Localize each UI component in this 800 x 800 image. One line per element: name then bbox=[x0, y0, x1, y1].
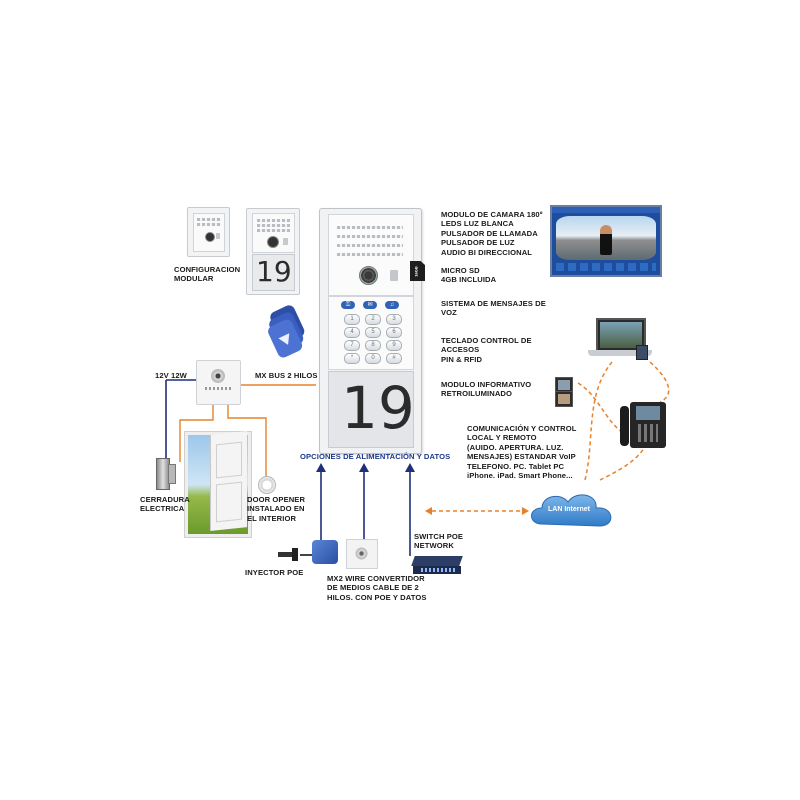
lbl-comm-line: MENSAJES) ESTANDAR VoIP bbox=[467, 452, 576, 462]
keypad-key[interactable]: 6 bbox=[386, 327, 402, 338]
lbl-modular-line: CONFIGURACION bbox=[174, 265, 241, 274]
person-figure-icon bbox=[600, 225, 612, 255]
voip-phone-icon bbox=[620, 402, 668, 448]
camera-icon bbox=[205, 232, 215, 242]
arc-phone-laptop bbox=[649, 361, 670, 403]
lan-cloud-label: LAN Internet bbox=[548, 506, 590, 513]
keypad-key[interactable]: 0 bbox=[365, 353, 381, 364]
lbl-switch-line: NETWORK bbox=[414, 541, 454, 551]
lbl-opener-line: EL INTERIOR bbox=[247, 513, 297, 523]
lbl-comm-line: iPhone. iPad. Smart Phone... bbox=[467, 471, 573, 481]
mx-bus-label: MX BUS 2 HILOS bbox=[255, 371, 318, 380]
poe-injector-label: INYECTOR POE bbox=[245, 568, 304, 577]
lbl-voice-line: VOZ bbox=[441, 308, 457, 318]
keypad-key[interactable]: 2 bbox=[365, 314, 381, 325]
arc-to-laptop bbox=[584, 361, 613, 481]
key-icon: ⚿ bbox=[341, 301, 355, 309]
video-monitor-window bbox=[550, 205, 662, 277]
smartphone-icon-2 bbox=[555, 391, 573, 407]
rfid-key-fobs bbox=[268, 305, 305, 358]
keypad-key[interactable]: 8 bbox=[365, 340, 381, 351]
lbl-comm-line: TELEFONO. PC. Tablet PC bbox=[467, 461, 565, 471]
lbl-modular-line: MODULAR bbox=[174, 274, 214, 284]
lbl-camera-line: AUDIO BI DIRECCIONAL bbox=[441, 247, 533, 257]
lbl-keypad-line: ACCESOS bbox=[441, 345, 480, 355]
lbl-lock-line: ELECTRICA bbox=[140, 504, 185, 514]
door-control-module bbox=[196, 360, 241, 405]
modular-config-module-1 bbox=[187, 207, 230, 257]
camera-lens-icon bbox=[359, 266, 378, 285]
keypad-key[interactable]: 5 bbox=[365, 327, 381, 338]
message-icon: ✉ bbox=[363, 301, 377, 309]
microsd-card-icon: 16GB bbox=[410, 261, 425, 281]
arc-to-mobile bbox=[577, 382, 623, 433]
camera-icon bbox=[267, 236, 279, 248]
small-module-number: 19 bbox=[256, 255, 292, 288]
panel-number: 19 bbox=[341, 374, 415, 442]
mx2-converter-icon bbox=[346, 539, 378, 569]
keypad-key[interactable]: 9 bbox=[386, 340, 402, 351]
arrow-right-lan bbox=[522, 507, 529, 515]
lbl-mx2-line: MX2 WIRE CONVERTIDOR bbox=[327, 574, 425, 583]
arrow-up-1 bbox=[316, 463, 326, 472]
lbl-lock-line: CERRADURA bbox=[140, 495, 190, 504]
sd-card-label: 16GB bbox=[413, 266, 419, 277]
lbl-keypad-line: TECLADO CONTROL DE bbox=[441, 336, 532, 345]
keypad-key[interactable]: * bbox=[344, 353, 360, 364]
opener-wire bbox=[227, 405, 267, 478]
mobile-icon bbox=[636, 345, 648, 360]
lbl-info-line: MODULO INFORMATIVO bbox=[441, 380, 532, 389]
lbl-voice-line: SISTEMA DE MENSAJES DE bbox=[441, 299, 546, 308]
lbl-mx2-line: DE MEDIOS CABLE DE 2 bbox=[327, 583, 419, 593]
poe-injector-icon bbox=[278, 538, 340, 568]
lbl-keypad-line: PIN & RFID bbox=[441, 354, 483, 364]
switch-poe-icon bbox=[411, 556, 463, 576]
arrow-up-3 bbox=[405, 463, 415, 472]
lbl-comm-line: (AUIDO. APERTURA. LUZ. bbox=[467, 442, 564, 452]
lbl-camera-line: PULSADOR DE LLAMADA bbox=[441, 228, 538, 238]
keypad-key[interactable]: 4 bbox=[344, 327, 360, 338]
lbl-info-line: RETROILUMINADO bbox=[441, 389, 513, 399]
lbl-mx2-line: HILOS. CON POE Y DATOS bbox=[327, 592, 427, 602]
info-number-module: 19 bbox=[328, 371, 415, 448]
door-opener-button bbox=[258, 476, 276, 494]
lbl-camera-line: MODULO DE CAMARA 180º bbox=[441, 210, 543, 219]
bell-icon: ♫ bbox=[385, 301, 399, 309]
lbl-camera-line: PULSADOR DE LUZ bbox=[441, 238, 515, 248]
modular-config-module-2: 19 bbox=[246, 208, 300, 295]
camera-module bbox=[328, 214, 414, 296]
lock-wire bbox=[179, 405, 214, 462]
door-image bbox=[185, 431, 251, 537]
lbl-sd-line: 4GB INCLUIDA bbox=[441, 275, 497, 285]
keypad-key[interactable]: # bbox=[386, 353, 402, 364]
keypad-key[interactable]: 1 bbox=[344, 314, 360, 325]
lbl-opener-line: INSTALADO EN bbox=[247, 504, 305, 514]
lbl-sd-line: MICRO SD bbox=[441, 266, 480, 275]
power-12v-label: 12V 12W bbox=[155, 371, 187, 380]
lbl-comm-line: COMUNICACIÓN Y CONTROL bbox=[467, 424, 577, 433]
arrow-up-2 bbox=[359, 463, 369, 472]
lbl-opener-line: DOOR OPENER bbox=[247, 495, 306, 504]
lbl-switch-line: SWITCH POE bbox=[414, 532, 464, 541]
power-options-label: OPCIONES DE ALIMENTACIÓN Y DATOS bbox=[300, 452, 451, 461]
keypad-key[interactable]: 3 bbox=[386, 314, 402, 325]
lbl-camera-line: LEDS LUZ BLANCA bbox=[441, 219, 514, 229]
lan-cloud-icon bbox=[531, 494, 612, 527]
arrow-left-lan bbox=[425, 507, 432, 515]
keypad-key[interactable]: 7 bbox=[344, 340, 360, 351]
lbl-comm-line: LOCAL Y REMOTO bbox=[467, 433, 537, 443]
